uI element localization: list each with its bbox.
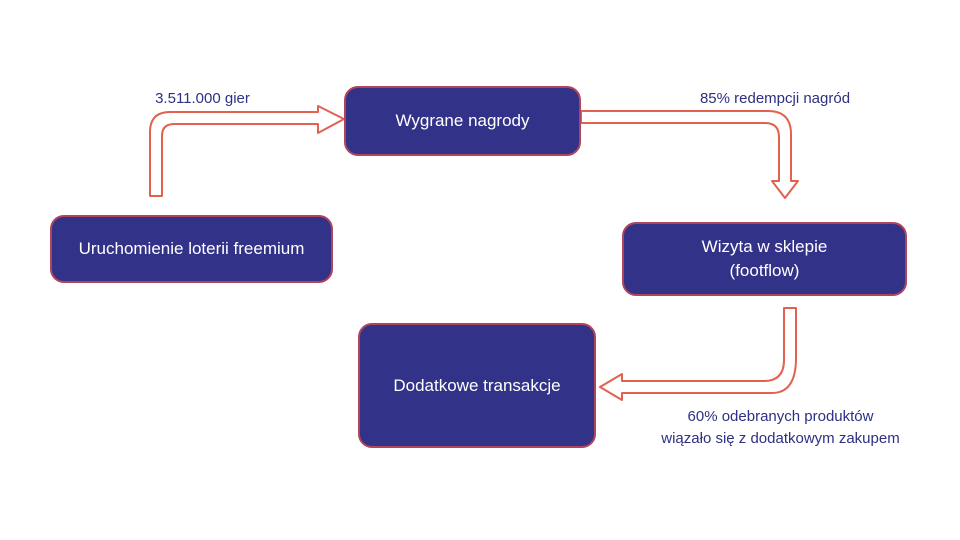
node-transactions-label: Dodatkowe transakcje bbox=[393, 375, 561, 395]
node-store-visit: Wizyta w sklepie (footflow) bbox=[622, 222, 907, 296]
arrow-prizes-to-store bbox=[580, 110, 799, 199]
edge-label-additional-purchase-line2: wiązało się z dodatkowym zakupem bbox=[661, 430, 900, 447]
edge-label-redemption-rate: 85% redempcji nagród bbox=[699, 90, 851, 107]
node-prizes-won: Wygrane nagrody bbox=[344, 86, 581, 156]
arrow-launch-to-prizes bbox=[149, 105, 345, 197]
node-store-label-line1: Wizyta w sklepie bbox=[701, 237, 828, 256]
edge-label-additional-purchase: 60% odebranych produktów wiązało się z d… bbox=[628, 406, 933, 450]
node-prizes-label: Wygrane nagrody bbox=[395, 111, 530, 130]
edge-label-games-count: 3.511.000 gier bbox=[155, 90, 250, 107]
node-store-label-line2: (footflow) bbox=[729, 261, 800, 280]
node-additional-transactions: Dodatkowe transakcje bbox=[358, 323, 596, 448]
arrow-store-to-transactions bbox=[599, 307, 797, 401]
edge-label-additional-purchase-line1: 60% odebranych produktów bbox=[687, 408, 874, 425]
node-launch-freemium-lottery: Uruchomienie loterii freemium bbox=[50, 215, 333, 283]
node-launch-label: Uruchomienie loterii freemium bbox=[78, 239, 305, 258]
